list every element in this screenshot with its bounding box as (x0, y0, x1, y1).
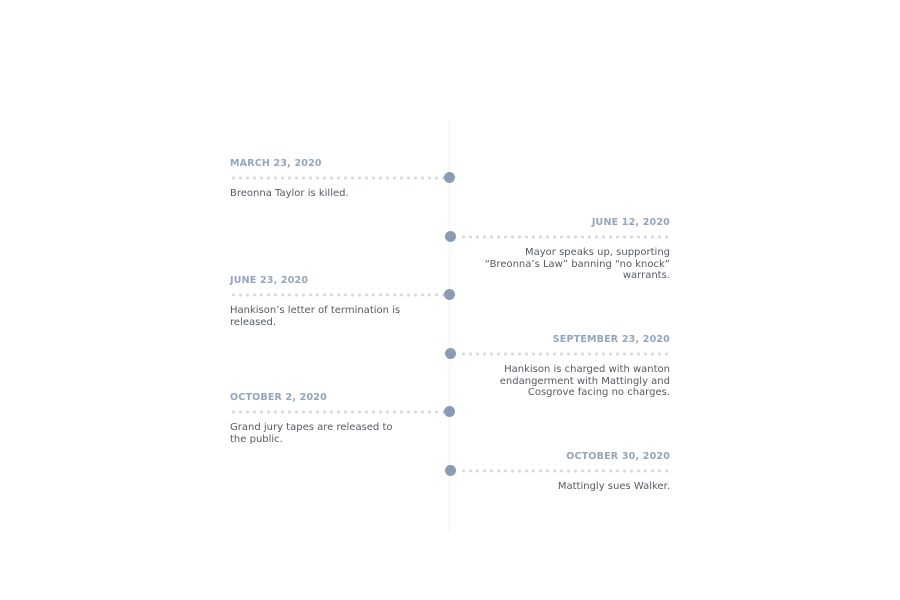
event-description: Hankison’s letter of termination is rele… (230, 305, 401, 328)
dotted-connector (458, 469, 670, 473)
dotted-connector (230, 176, 444, 180)
timeline-node (445, 231, 456, 242)
event-date: JUNE 23, 2020 (230, 275, 309, 286)
timeline-axis-line (449, 120, 450, 532)
dotted-connector (230, 293, 444, 297)
event-description: Mattingly sues Walker. (557, 481, 670, 492)
dotted-connector (458, 235, 670, 239)
timeline-node (444, 172, 455, 183)
event-date: JUNE 12, 2020 (591, 217, 670, 228)
event-description: Hankison is charged with wanton endanger… (499, 364, 670, 398)
dotted-connector (230, 410, 444, 414)
event-date: OCTOBER 2, 2020 (230, 392, 327, 403)
event-description: Breonna Taylor is killed. (230, 188, 349, 199)
dotted-connector (458, 352, 670, 356)
timeline-node (445, 348, 456, 359)
event-date: OCTOBER 30, 2020 (566, 451, 670, 462)
event-date: MARCH 23, 2020 (230, 158, 322, 169)
timeline-node (444, 406, 455, 417)
timeline-node (445, 465, 456, 476)
event-description: Grand jury tapes are released to the pub… (230, 422, 393, 445)
event-date: SEPTEMBER 23, 2020 (552, 334, 670, 345)
timeline-node (444, 289, 455, 300)
event-description: Mayor speaks up, supporting “Breonna’s L… (484, 247, 670, 281)
